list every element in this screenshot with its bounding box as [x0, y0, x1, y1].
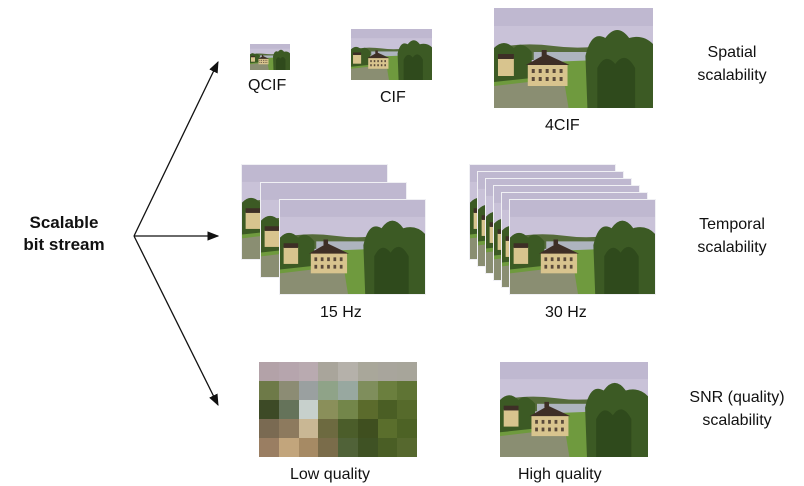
landscape-image [500, 362, 648, 457]
arrow-spatial [133, 60, 219, 237]
pixel-block [278, 438, 299, 457]
pixel-block [278, 419, 299, 438]
arrow-snr [133, 235, 219, 407]
label-4cif: 4CIF [545, 117, 580, 134]
pixel-block [298, 381, 319, 400]
pixel-block [377, 400, 398, 419]
pixel-block [318, 381, 338, 400]
landscape-image [351, 29, 432, 80]
thumbnail-cif [351, 29, 432, 80]
pixel-block [338, 381, 358, 400]
landscape-image [250, 44, 290, 70]
label-15hz: 15 Hz [320, 304, 362, 321]
pixel-block [259, 438, 279, 457]
label-high-quality: High quality [518, 466, 602, 483]
pixel-block [357, 438, 378, 457]
pixel-block [397, 419, 417, 438]
pixel-block [338, 438, 358, 457]
pixel-block [377, 419, 398, 438]
pixel-block [318, 419, 338, 438]
pixel-block [377, 438, 398, 457]
landscape-image [510, 200, 655, 294]
pixel-block [259, 419, 279, 438]
landscape-image [494, 8, 653, 108]
frame-30hz-6 [509, 199, 656, 295]
frame-15hz-3 [279, 199, 426, 295]
thumbnail-qcif [250, 44, 290, 70]
pixel-block [298, 362, 319, 381]
source-label: Scalable bit stream [4, 212, 124, 256]
landscape-image [280, 200, 425, 294]
pixel-block [377, 381, 398, 400]
pixel-block [338, 400, 358, 419]
pixel-block [259, 381, 279, 400]
pixel-block [298, 400, 319, 419]
pixel-block [298, 438, 319, 457]
spatial-scalability-label: Spatial scalability [697, 44, 767, 84]
pixel-block [298, 419, 319, 438]
pixel-block [397, 381, 417, 400]
snr-scalability-label: SNR (quality) scalability [689, 389, 785, 429]
pixel-block [318, 362, 338, 381]
pixel-block [357, 400, 378, 419]
pixel-block [377, 362, 398, 381]
pixel-block [318, 400, 338, 419]
thumbnail-4cif [494, 8, 653, 108]
pixel-block [278, 400, 299, 419]
pixel-block [397, 400, 417, 419]
label-30hz: 30 Hz [545, 304, 587, 321]
pixel-block [318, 438, 338, 457]
pixel-block [397, 438, 417, 457]
source-label-line1: Scalable [29, 213, 99, 232]
pixel-block [278, 362, 299, 381]
temporal-scalability-label: Temporal scalability [697, 216, 767, 256]
low-quality-image [259, 362, 417, 457]
pixel-block [338, 362, 358, 381]
pixel-block [357, 381, 378, 400]
pixel-block [397, 362, 417, 381]
pixel-block [259, 362, 279, 381]
pixel-block [338, 419, 358, 438]
pixel-block [278, 381, 299, 400]
label-low-quality: Low quality [290, 466, 371, 483]
high-quality-image [500, 362, 648, 457]
label-qcif: QCIF [248, 77, 287, 94]
label-cif: CIF [380, 89, 406, 106]
source-label-line2: bit stream [23, 235, 105, 254]
pixel-block [259, 400, 279, 419]
pixel-block [357, 362, 378, 381]
pixel-block [357, 419, 378, 438]
